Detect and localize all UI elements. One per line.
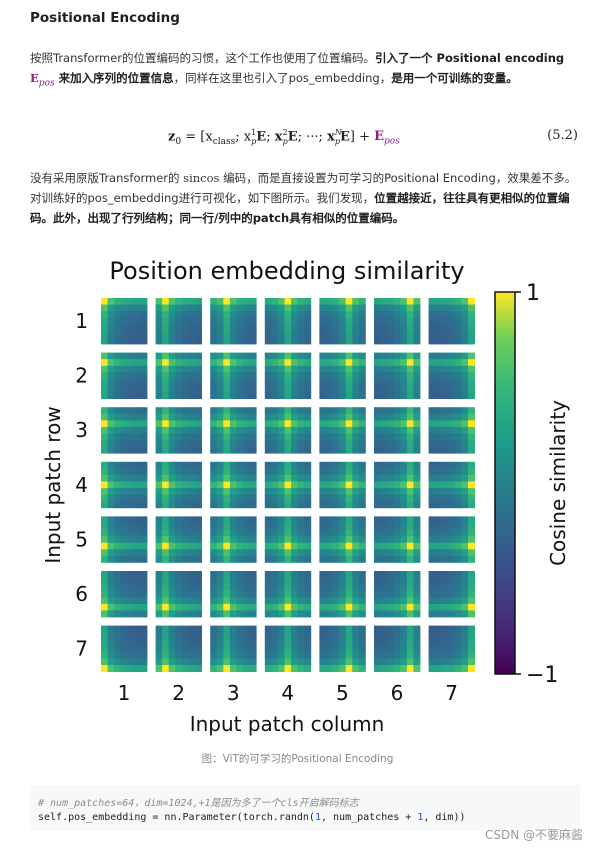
x-tick-label: 7: [445, 681, 458, 705]
similarity-heatmap-figure: Position embedding similarity 1 2 3 4 5 6 7 1 2…: [41, 257, 570, 736]
chart-title: Position embedding similarity: [109, 257, 464, 285]
equation-5-2: z0 = [xclass; x1pE; x2pE; ···; xNpE] + E…: [30, 126, 578, 150]
heatmap-tile: [428, 298, 475, 345]
heatmap-tile: [319, 298, 366, 345]
code-comment: # num_patches=64，dim=1024,+1是因为多了一个cls开启…: [38, 798, 359, 809]
heatmap-tile: [210, 298, 257, 345]
heatmap-tile: [264, 352, 312, 399]
x-tick-label: 1: [118, 681, 131, 705]
heatmap-tile: [374, 298, 421, 345]
y-tick-label: 1: [75, 309, 88, 333]
heatmap-tile: [210, 516, 257, 563]
heatmap-tile: [374, 407, 421, 454]
analysis-paragraph: 没有采用原版Transformer的 sincos 编码，而是直接设置为可学习的…: [30, 168, 578, 228]
heatmap-tile: [101, 571, 148, 618]
heatmap-tile: [428, 352, 475, 399]
analysis-text-a: 没有采用原版Transformer的: [30, 171, 184, 185]
x-axis-label: Input patch column: [190, 712, 385, 736]
heatmap-tile: [374, 625, 421, 672]
heatmap-tile: [155, 352, 202, 399]
heatmap-tile: [101, 352, 148, 399]
epos-symbol: Epos: [30, 71, 55, 89]
heatmap-tile: [101, 625, 148, 672]
code-line: self.pos_embedding = nn.Parameter(torch.…: [38, 812, 466, 823]
heatmap-tile: [319, 407, 366, 454]
heatmap-tile: [319, 352, 366, 399]
intro-text-a: 按照Transformer的位置编码的习惯，这个工作也使用了位置编码。: [30, 51, 376, 65]
heatmap-tile: [155, 298, 202, 345]
sincos-word: sincos: [183, 171, 220, 185]
equation-body: z0 = [xclass; x1pE; x2pE; ···; xNpE] + E…: [168, 128, 400, 147]
intro-paragraph: 按照Transformer的位置编码的习惯，这个工作也使用了位置编码。引入了一个…: [30, 48, 578, 93]
watermark: CSDN @不要麻酱: [484, 828, 583, 842]
heatmap-tile: [374, 461, 421, 509]
colorbar: [494, 291, 516, 675]
heatmap-tile: [264, 516, 312, 563]
intro-bold-a: 引入了一个 Positional encoding: [375, 51, 565, 65]
y-axis-label: Input patch row: [41, 406, 65, 563]
figure-caption: 图：ViT的可学习的Positional Encoding: [201, 753, 394, 765]
heatmap-tile: [264, 571, 312, 618]
x-tick-labels: 1 2 3 4 5 6 7: [118, 681, 458, 705]
y-tick-label: 5: [75, 527, 88, 551]
heatmap-tile: [428, 461, 475, 509]
intro-text-b: ，同样在这里也引入了pos_embedding，: [173, 71, 392, 85]
heatmap-tile: [374, 516, 421, 563]
heatmap-tile: [210, 407, 257, 454]
heatmap-tile: [155, 516, 202, 563]
heatmap-tile: [101, 298, 148, 345]
heatmap-tile: [428, 407, 475, 454]
section-title: Positional Encoding: [30, 10, 180, 26]
heatmap-tile: [101, 516, 148, 563]
code-block[interactable]: # num_patches=64，dim=1024,+1是因为多了一个cls开启…: [30, 785, 580, 831]
heatmap-tile: [428, 625, 475, 672]
heatmap-tile: [101, 461, 148, 509]
analysis-bold: 位置越接近，往往具有更相似的位置编码。此外，出现了行列结构；同一行/列中的pat…: [30, 191, 570, 225]
x-tick-label: 3: [227, 681, 240, 705]
heatmap-tile: [264, 461, 312, 509]
x-tick-label: 5: [336, 681, 349, 705]
heatmap-tile: [155, 461, 202, 509]
x-tick-label: 2: [172, 681, 185, 705]
heatmap-tile: [319, 625, 366, 672]
heatmap-tile: [264, 407, 312, 454]
heatmap-tile: [210, 352, 257, 399]
heatmap-tile: [210, 461, 257, 509]
heatmap-tile: [155, 625, 202, 672]
colorbar-min-label: −1: [526, 663, 558, 688]
heatmap-tile: [155, 571, 202, 618]
intro-bold-c: 是用一个可训练的变量。: [391, 71, 518, 85]
intro-bold-b: 来加入序列的位置信息: [54, 71, 174, 85]
heatmap-tile: [428, 571, 475, 618]
heatmap-tile: [210, 571, 257, 618]
colorbar-max-label: 1: [526, 281, 540, 306]
heatmap-tile: [101, 407, 148, 454]
heatmap-tile: [374, 571, 421, 618]
heatmap-tile: [319, 571, 366, 618]
y-tick-label: 4: [75, 473, 88, 497]
y-tick-label: 6: [75, 582, 88, 606]
colorbar-label: Cosine similarity: [546, 400, 570, 566]
heatmap-tile: [428, 516, 475, 563]
heatmap-tile: [155, 407, 202, 454]
heatmap-tile: [319, 516, 366, 563]
analysis-text-b: 编码，而是直接设置为可学习的Positional Encoding，效果差不多。…: [30, 171, 577, 205]
heatmap-tile: [264, 625, 312, 672]
x-tick-label: 4: [281, 681, 294, 705]
heatmap-tile: [374, 352, 421, 399]
heatmap-grid: [101, 298, 475, 672]
heatmap-tile: [210, 625, 257, 672]
x-tick-label: 6: [391, 681, 404, 705]
equation-number: (5.2): [547, 128, 578, 143]
y-tick-label: 7: [75, 637, 88, 661]
heatmap-tile: [319, 461, 366, 509]
y-tick-label: 3: [75, 418, 88, 442]
heatmap-tile: [264, 298, 312, 345]
y-tick-label: 2: [75, 364, 88, 388]
y-tick-labels: 1 2 3 4 5 6 7: [75, 309, 88, 661]
